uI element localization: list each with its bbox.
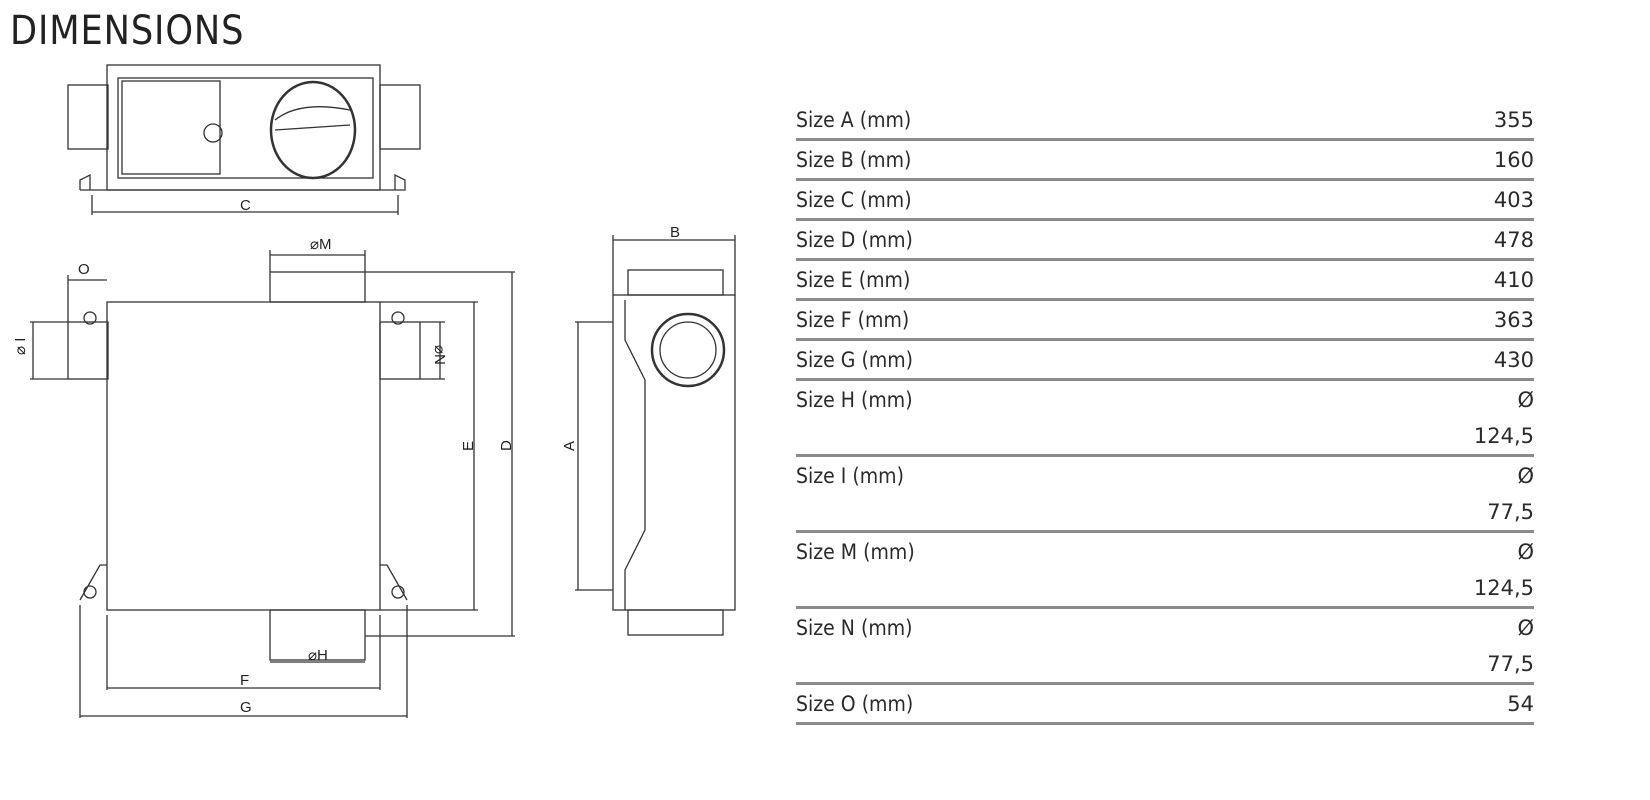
row-label: Size C (mm) bbox=[796, 188, 912, 212]
diameter-symbol: Ø bbox=[1517, 540, 1534, 564]
row-label: Size G (mm) bbox=[796, 348, 914, 372]
row-label: Size M (mm) bbox=[796, 540, 915, 564]
row-label: Size I (mm) bbox=[796, 464, 904, 488]
row-label: Size O (mm) bbox=[796, 692, 914, 716]
top-view bbox=[67, 64, 421, 215]
label-c: C bbox=[240, 197, 251, 214]
row-label: Size H (mm) bbox=[796, 388, 913, 412]
row-value: 77,5 bbox=[1487, 652, 1534, 676]
label-h: ⌀H bbox=[308, 647, 328, 664]
table-row: Size C (mm) 403 bbox=[796, 182, 1534, 221]
row-value: 77,5 bbox=[1487, 500, 1534, 524]
row-value: 54 bbox=[1507, 692, 1534, 716]
label-g: G bbox=[240, 699, 252, 716]
page-title: DIMENSIONS bbox=[10, 8, 245, 54]
row-label: Size F (mm) bbox=[796, 308, 910, 332]
label-i: ⌀ I bbox=[12, 338, 29, 355]
row-value: 124,5 bbox=[1473, 576, 1534, 600]
vortice-logo-icon bbox=[203, 123, 223, 143]
row-value: 363 bbox=[1493, 308, 1534, 332]
row-value: 160 bbox=[1493, 148, 1534, 172]
label-f: F bbox=[240, 672, 249, 689]
table-row: Size E (mm) 410 bbox=[796, 262, 1534, 301]
label-a: A bbox=[561, 441, 578, 451]
row-value: 410 bbox=[1493, 268, 1534, 292]
label-e: E bbox=[460, 441, 477, 451]
table-row: Size A (mm) 355 bbox=[796, 102, 1534, 141]
row-label: Size E (mm) bbox=[796, 268, 911, 292]
label-o: O bbox=[78, 261, 90, 278]
row-value: 355 bbox=[1493, 108, 1534, 132]
row-label: Size B (mm) bbox=[796, 148, 912, 172]
row-value: 403 bbox=[1493, 188, 1534, 212]
table-row: Size M (mm) Ø 124,5 bbox=[796, 534, 1534, 609]
row-value: 124,5 bbox=[1473, 424, 1534, 448]
row-label: Size A (mm) bbox=[796, 108, 912, 132]
dimension-drawing: C ⌀M O ⌀ I ⌀N E D ⌀H F G B A bbox=[12, 64, 736, 718]
label-n: ⌀N bbox=[431, 345, 448, 365]
table-row: Size I (mm) Ø 77,5 bbox=[796, 458, 1534, 533]
row-value: 430 bbox=[1493, 348, 1534, 372]
table-row: Size H (mm) Ø 124,5 bbox=[796, 382, 1534, 457]
diameter-symbol: Ø bbox=[1517, 616, 1534, 640]
table-row: Size B (mm) 160 bbox=[796, 142, 1534, 181]
table-row: Size O (mm) 54 bbox=[796, 686, 1534, 725]
label-b: B bbox=[670, 224, 680, 241]
diameter-symbol: Ø bbox=[1517, 464, 1534, 488]
table-row: Size N (mm) Ø 77,5 bbox=[796, 610, 1534, 685]
table-row: Size D (mm) 478 bbox=[796, 222, 1534, 261]
table-row: Size G (mm) 430 bbox=[796, 342, 1534, 381]
label-m: ⌀M bbox=[310, 236, 332, 253]
dimensions-table: Size A (mm) 355 Size B (mm) 160 Size C (mm… bbox=[796, 102, 1534, 726]
row-value: 478 bbox=[1493, 228, 1534, 252]
row-label: Size N (mm) bbox=[796, 616, 913, 640]
side-view bbox=[575, 235, 736, 636]
table-row: Size F (mm) 363 bbox=[796, 302, 1534, 341]
row-label: Size D (mm) bbox=[796, 228, 913, 252]
front-view bbox=[30, 250, 515, 718]
label-d: D bbox=[498, 440, 515, 451]
diameter-symbol: Ø bbox=[1517, 388, 1534, 412]
